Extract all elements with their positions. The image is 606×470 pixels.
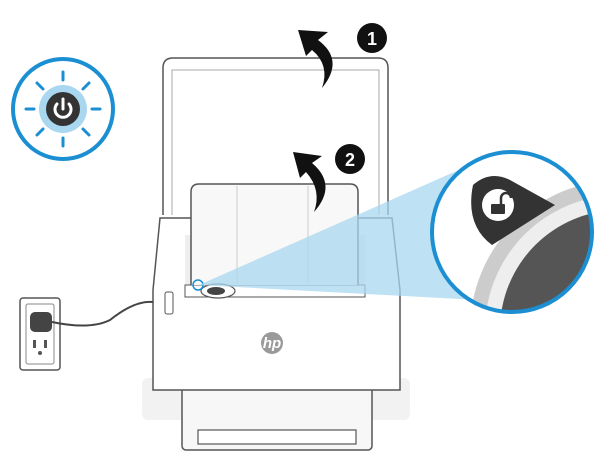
power-plug-icon [30,312,52,332]
step-badge-2: 2 [335,144,365,174]
toner-lock-dial [192,279,236,299]
magnify-beam [199,165,478,300]
arrow-1-icon [298,30,333,88]
top-cover-open [162,57,389,215]
power-light-indicator [11,57,115,161]
power-button[interactable] [164,291,174,315]
step-2-number: 2 [345,150,355,170]
unlock-icon [499,191,513,204]
wall-outlet [19,297,61,371]
power-icon [53,97,73,119]
arrow-2-icon [293,152,326,212]
power-cable [51,300,154,327]
hp-logo: hp [261,332,283,354]
magnified-lock-detail [430,150,594,314]
hp-logo-text: hp [263,335,281,352]
light-rays-icon [24,70,102,148]
step-1-number: 1 [367,29,377,49]
step-badge-1: 1 [357,23,387,53]
